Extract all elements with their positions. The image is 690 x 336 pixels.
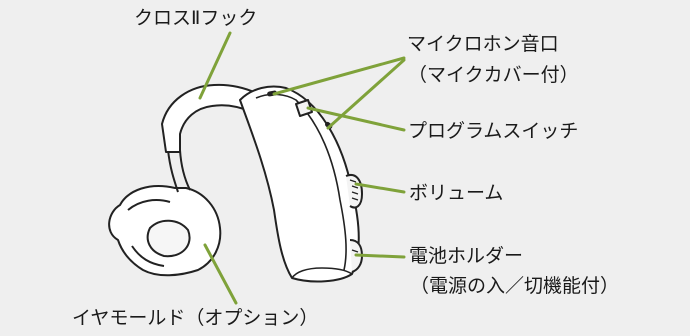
leader-mic-2 [326, 58, 406, 130]
ear-mold [108, 184, 222, 277]
label-mic-port: マイクロホン音口 [407, 33, 559, 55]
leader-lines [198, 31, 406, 305]
label-battery-holder: 電池ホルダー [409, 245, 524, 267]
label-cross-hook: クロスⅡフック [134, 7, 258, 29]
label-program-switch: プログラムスイッチ [408, 120, 579, 142]
sound-tube [167, 149, 191, 193]
label-mic-cover: （マイクカバー付） [408, 64, 579, 86]
label-volume: ボリューム [409, 182, 504, 204]
leader-hook [198, 31, 232, 100]
leader-mic-1 [272, 56, 406, 96]
label-ear-mold: イヤモールド（オプション） [72, 307, 319, 329]
leader-ear-mold [203, 243, 238, 305]
leader-program [306, 106, 406, 132]
leader-battery [354, 253, 406, 259]
label-power-switch: （電源の入／切機能付） [410, 275, 620, 297]
cross-hook [161, 83, 259, 153]
leader-volume [354, 182, 406, 194]
